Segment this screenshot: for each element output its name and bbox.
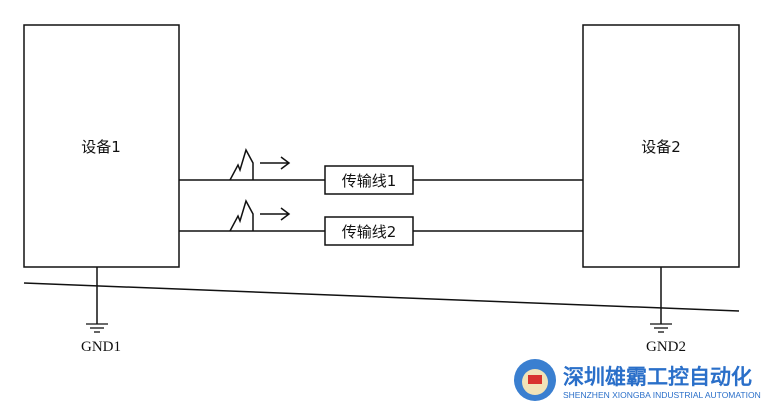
ground-2-label: GND2 [646,339,686,355]
ground-icon [86,323,108,333]
surge-icon [229,148,254,181]
line-1-label: 传输线1 [342,172,397,190]
device-2-label: 设备2 [641,138,681,156]
line-2-label: 传输线2 [342,223,397,241]
device-1-label: 设备1 [81,138,121,156]
line-1-box [324,165,414,195]
arrow-right-icon [260,207,291,221]
arrow-right-icon [260,156,291,170]
surge-icon [229,199,254,232]
watermark-name-cn: 深圳雄霸工控自动化 [563,365,752,389]
earth-line [23,282,740,312]
watermark-logo: 深圳雄霸工控自动化 SHENZHEN XIONGBA INDUSTRIAL AU… [514,359,761,401]
watermark-name-en: SHENZHEN XIONGBA INDUSTRIAL AUTOMATION [563,390,761,400]
ground-1-label: GND1 [81,339,121,355]
device-1-box [23,24,180,268]
ground-icon [650,323,672,333]
